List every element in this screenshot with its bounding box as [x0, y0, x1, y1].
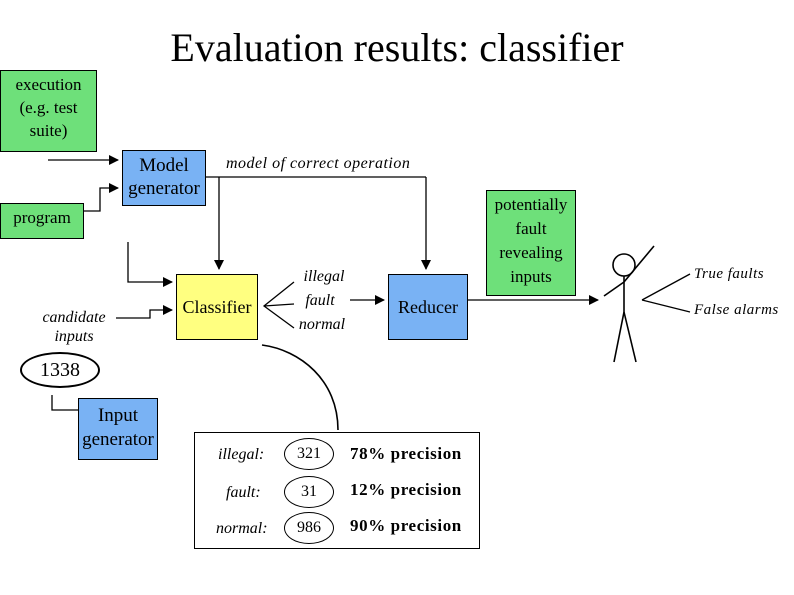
input-generator-box: Input generator	[78, 398, 158, 460]
candidate-count-oval: 1338	[20, 352, 100, 388]
model-line-2: generator	[128, 178, 200, 199]
revealing-line-1: potentially	[494, 195, 568, 214]
class-normal-label: normal	[298, 316, 346, 333]
result-fault-count: 31	[301, 483, 317, 500]
program-to-model-arrow	[84, 183, 119, 212]
input-gen-line-2: generator	[82, 429, 154, 450]
result-illegal-label: illegal:	[218, 446, 265, 463]
true-faults-arrow	[641, 273, 691, 301]
program-note: program	[0, 203, 84, 239]
page-title: Evaluation results: classifier	[170, 25, 624, 70]
program-to-classifier-arrow	[127, 242, 173, 287]
model-generator-box: Model generator	[122, 150, 206, 206]
result-normal-count: 986	[297, 519, 321, 536]
result-normal-label: normal:	[216, 520, 268, 537]
classifier-box: Classifier	[176, 274, 258, 340]
input-generator-connector	[51, 395, 78, 411]
candidate-line-1: candidate	[42, 309, 106, 326]
reducer-box: Reducer	[388, 274, 468, 340]
result-fault-label: fault:	[226, 484, 261, 501]
execution-line-3: suite)	[29, 121, 68, 140]
candidate-count: 1338	[40, 359, 80, 381]
execution-note: execution (e.g. test suite)	[0, 70, 97, 152]
false-alarms-label: False alarms	[694, 302, 779, 318]
classifier-to-results-curve	[261, 344, 339, 431]
result-illegal-count: 321	[297, 445, 321, 462]
program-label: program	[13, 208, 71, 227]
candidates-to-classifier-arrow	[116, 305, 173, 319]
model-line-1: Model	[139, 155, 189, 176]
revealing-line-4: inputs	[510, 267, 552, 286]
true-faults-label: True faults	[694, 266, 765, 282]
false-alarms-arrow	[641, 299, 691, 313]
results-panel	[194, 432, 480, 549]
user-stick-figure	[603, 245, 655, 363]
result-illegal-precision: 78% precision	[350, 444, 462, 463]
revealing-inputs-note: potentially fault revealing inputs	[486, 190, 576, 296]
class-illegal-label: illegal	[303, 268, 345, 285]
revealing-line-2: fault	[515, 219, 547, 238]
fanout-center	[263, 303, 295, 307]
reducer-label: Reducer	[398, 297, 458, 317]
execution-line-2: (e.g. test	[19, 98, 78, 117]
result-illegal-count-oval: 321	[284, 438, 334, 470]
class-fault-label: fault	[305, 292, 335, 309]
candidate-line-2: inputs	[54, 328, 94, 345]
candidate-inputs-label: candidate inputs	[34, 308, 114, 346]
model-output-label: model of correct operation	[226, 155, 411, 172]
result-normal-precision: 90% precision	[350, 516, 462, 535]
result-fault-count-oval: 31	[284, 476, 334, 508]
execution-line-1: execution	[15, 75, 82, 94]
input-gen-line-1: Input	[97, 405, 139, 426]
classifier-label: Classifier	[182, 297, 252, 317]
result-normal-count-oval: 986	[284, 512, 334, 544]
revealing-line-3: revealing	[499, 243, 563, 262]
result-fault-precision: 12% precision	[350, 480, 462, 499]
